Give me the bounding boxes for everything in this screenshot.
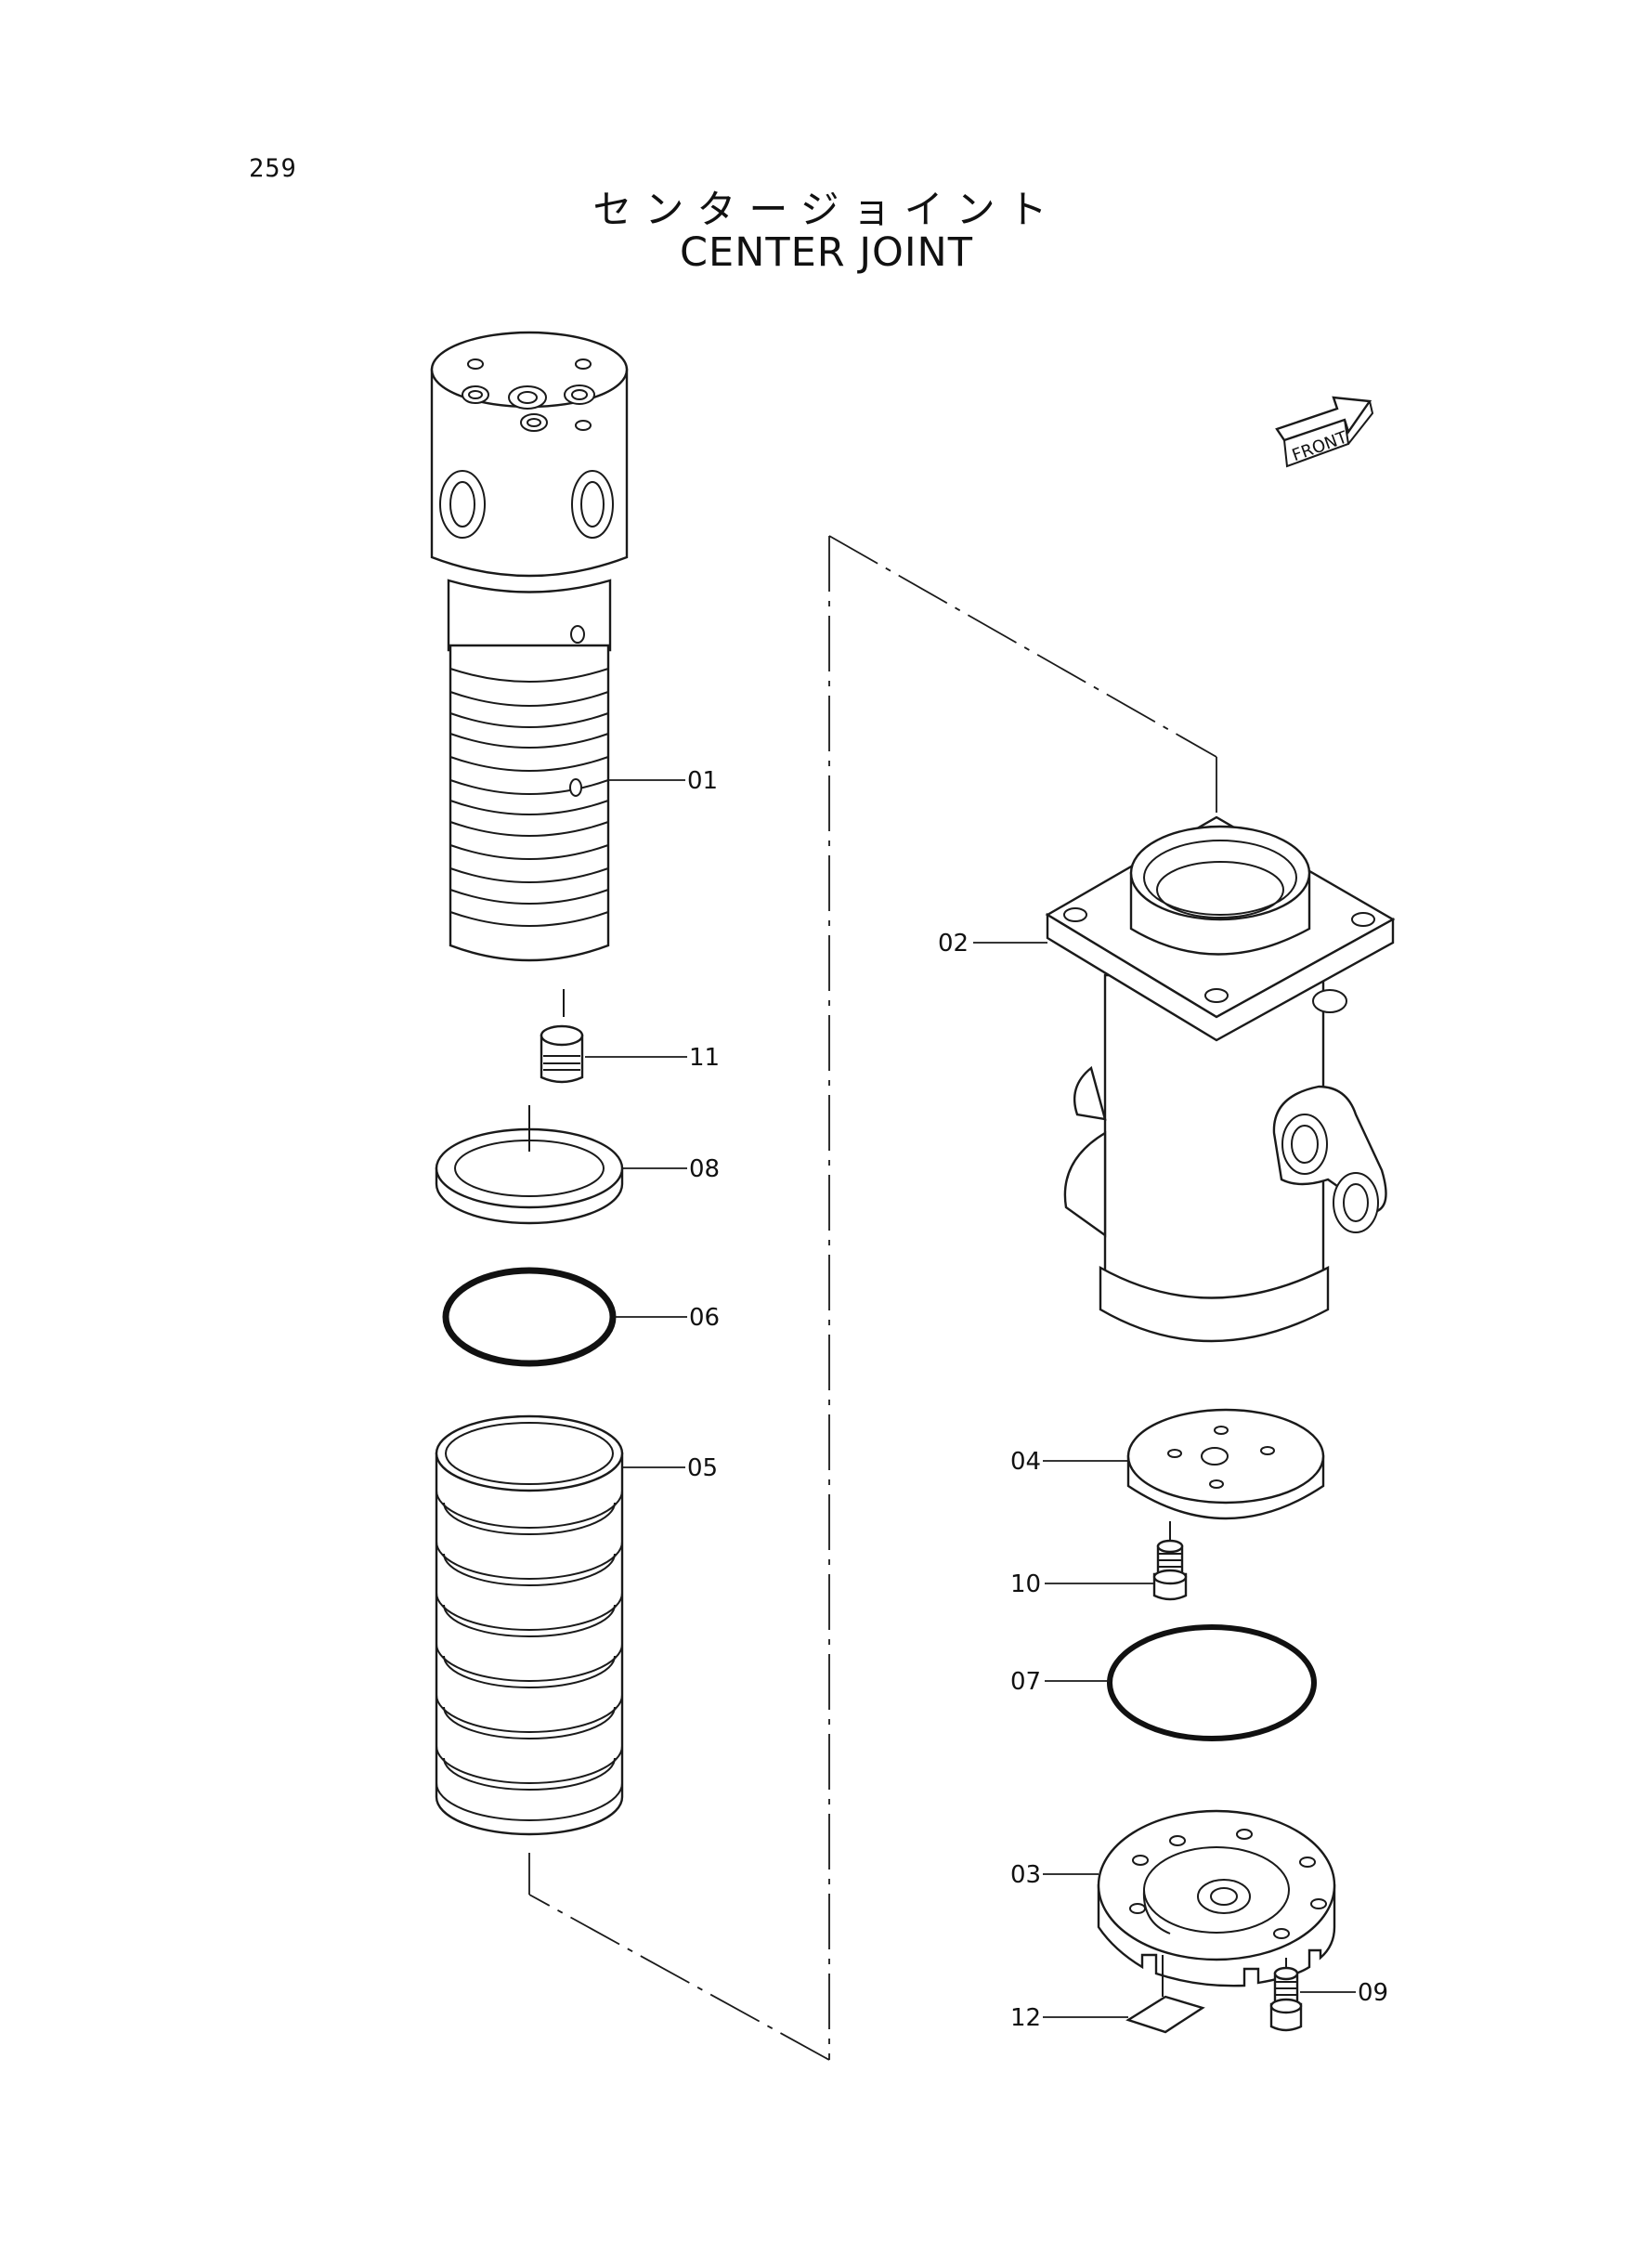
title-japanese: センタージョイント xyxy=(592,187,1060,232)
part-03-end-cover xyxy=(1097,1809,1336,1987)
callout-12: 12 xyxy=(1010,2004,1041,2032)
page-number: 259 xyxy=(249,154,297,183)
callout-07: 07 xyxy=(1010,1668,1041,1696)
callout-09: 09 xyxy=(1358,1979,1388,2007)
part-11-plug xyxy=(540,1024,584,1084)
part-08-seal-ring xyxy=(435,1105,624,1225)
part-02-body xyxy=(1045,815,1396,1343)
part-07-o-ring xyxy=(1107,1624,1317,1741)
callout-05: 05 xyxy=(687,1454,718,1482)
front-arrow-icon: FRONT xyxy=(1275,396,1374,468)
callout-11: 11 xyxy=(689,1044,720,1072)
callout-03: 03 xyxy=(1010,1861,1041,1889)
part-12-plate xyxy=(1125,1955,1205,2034)
callout-02: 02 xyxy=(938,930,969,958)
part-10-bolt xyxy=(1152,1539,1188,1601)
part-06-o-ring xyxy=(442,1267,617,1367)
callout-10: 10 xyxy=(1010,1570,1041,1598)
part-05-seal-ring-set xyxy=(435,1414,624,1836)
callout-04: 04 xyxy=(1010,1448,1041,1476)
part-09-bolt xyxy=(1269,1958,1303,2032)
title-english: CENTER JOINT xyxy=(680,229,973,276)
part-04-cover xyxy=(1126,1408,1325,1540)
callout-01: 01 xyxy=(687,767,718,795)
callout-06: 06 xyxy=(689,1304,720,1332)
part-01-spindle xyxy=(430,331,629,1017)
callout-08: 08 xyxy=(689,1155,720,1183)
